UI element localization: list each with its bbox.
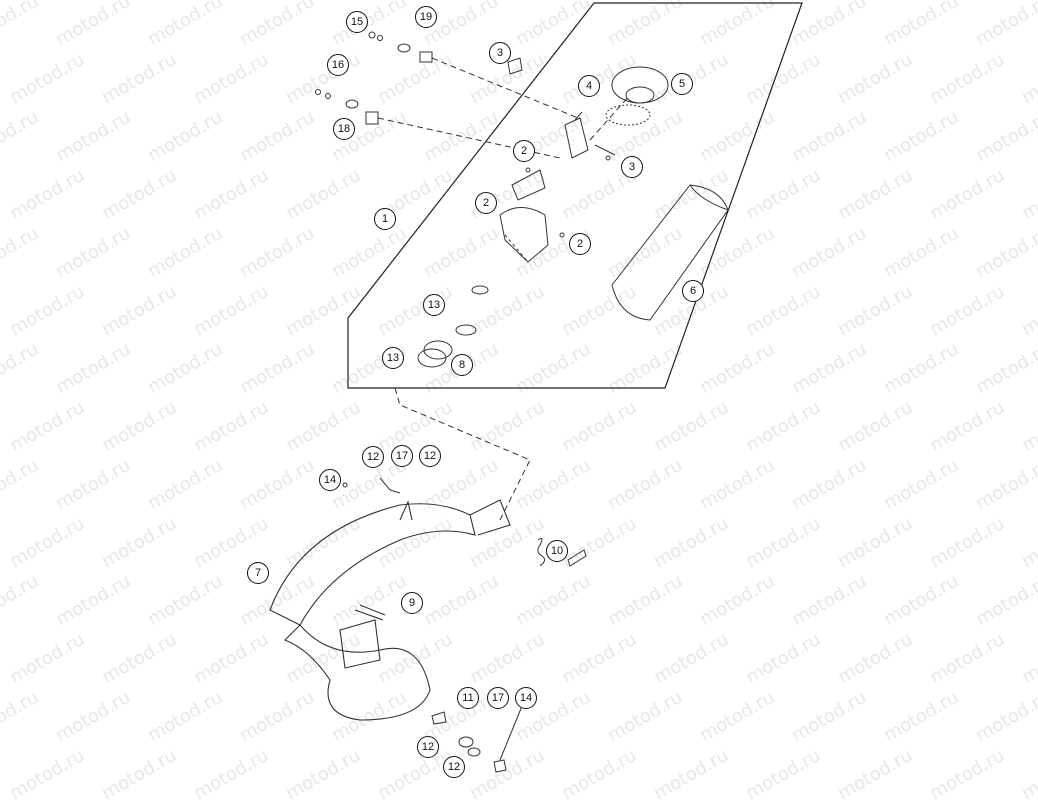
- exhaust-line-drawing: [269, 2, 803, 773]
- part-number-callout: 13: [423, 294, 445, 316]
- part-number-callout: 3: [489, 42, 511, 64]
- part-number-callout: 4: [578, 75, 600, 97]
- rear-bracket: [564, 111, 589, 159]
- silencer-body: [611, 184, 729, 321]
- part-number-callout: 2: [475, 192, 497, 214]
- end-cap: [605, 66, 669, 126]
- part-number-callout: 7: [247, 562, 269, 584]
- gaskets: [417, 285, 489, 368]
- part-number-callout: 3: [621, 156, 643, 178]
- part-number-callout: 5: [671, 73, 693, 95]
- part-number-callout: 14: [319, 469, 341, 491]
- part-number-callout: 12: [417, 736, 439, 758]
- part-number-callout: 19: [415, 6, 437, 28]
- part-number-callout: 2: [569, 233, 591, 255]
- part-number-callout: 14: [515, 687, 537, 709]
- leader-lines: [377, 57, 631, 521]
- part-number-callout: 9: [401, 592, 423, 614]
- silencer-core: [499, 144, 616, 263]
- spring-and-pin: [537, 537, 587, 567]
- exhaust-pipe: [269, 499, 511, 721]
- part-number-callout: 2: [513, 140, 535, 162]
- part-number-callout: 6: [682, 280, 704, 302]
- part-number-callout: 16: [327, 54, 349, 76]
- part-number-callout: 8: [451, 354, 473, 376]
- part-number-callout: 1: [374, 208, 396, 230]
- hardware-top-left: [315, 31, 523, 125]
- silencer-group-frame: [347, 2, 803, 389]
- part-number-callout: 18: [333, 118, 355, 140]
- part-number-callout: 10: [546, 540, 568, 562]
- part-number-callout: 11: [457, 687, 479, 709]
- part-number-callout: 12: [443, 756, 465, 778]
- part-number-callout: 12: [362, 446, 384, 468]
- part-number-callout: 12: [419, 445, 441, 467]
- part-number-callout: 15: [346, 11, 368, 33]
- part-number-callout: 13: [382, 347, 404, 369]
- hardware-bottom: [342, 477, 523, 773]
- part-number-callout: 17: [391, 445, 413, 467]
- part-number-callout: 17: [487, 687, 509, 709]
